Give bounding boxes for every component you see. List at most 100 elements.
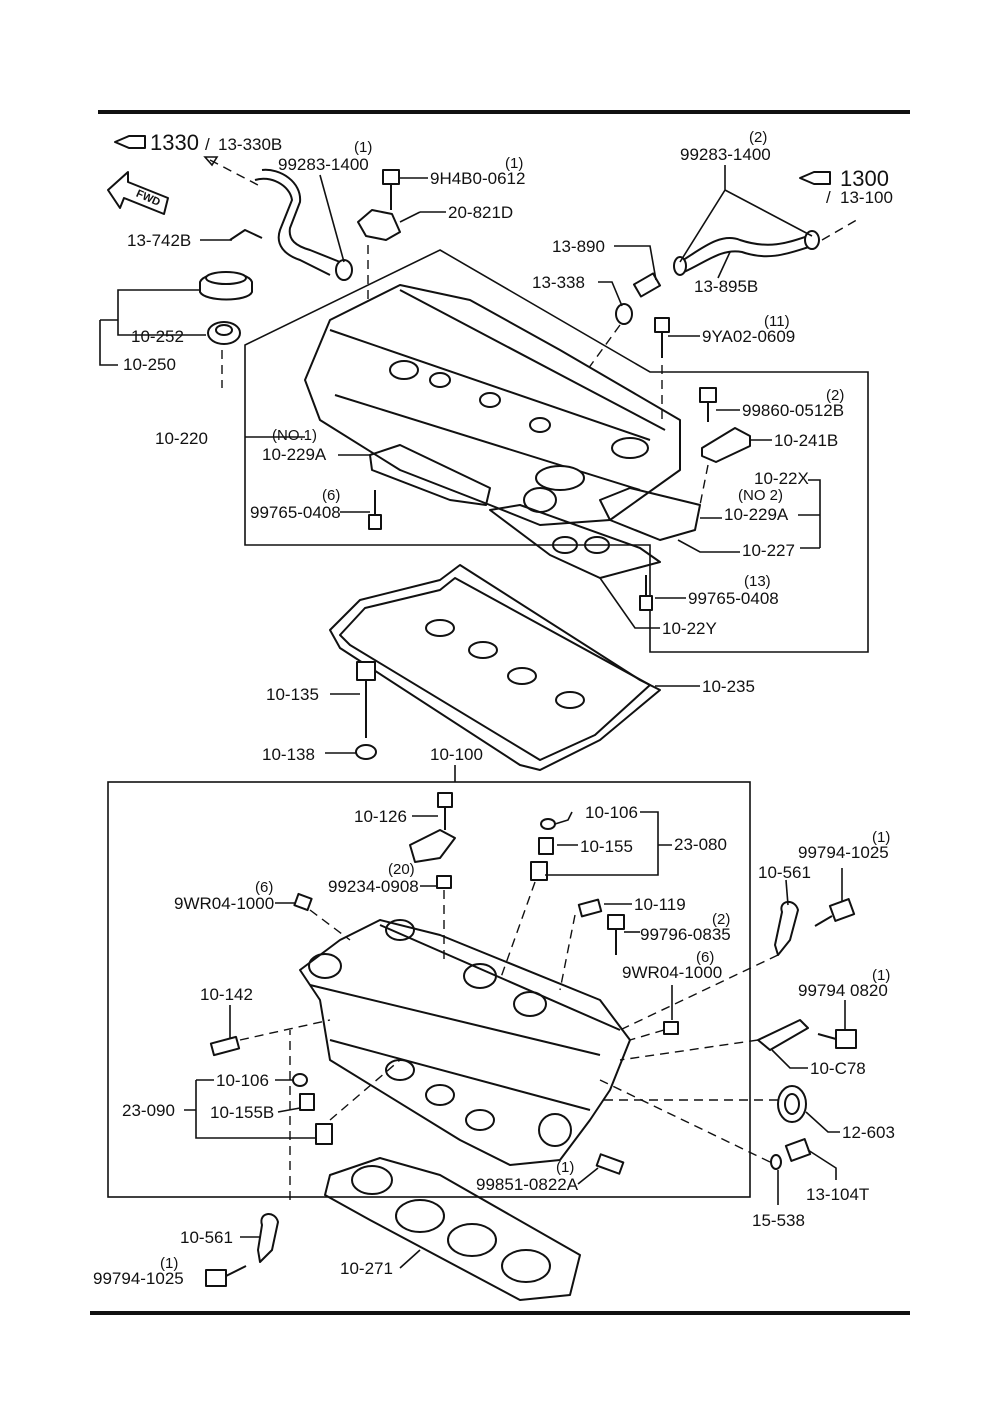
- label-99794-1025-b: 99794-1025: [93, 1269, 184, 1288]
- label-10-22y: 10-22Y: [662, 619, 717, 638]
- label-99794-1025-a: 99794-1025: [798, 843, 889, 862]
- valve-23-080: [530, 861, 548, 881]
- leader-99851: [577, 1167, 599, 1185]
- dash-9wr04-a: [309, 909, 351, 941]
- leader-12-603: [805, 1111, 840, 1133]
- cylinder-head-edges: [309, 924, 621, 1111]
- breather-hose-13-742b-outer: [261, 168, 341, 263]
- label-10-271: 10-271: [340, 1259, 393, 1278]
- qty-10-229a-2: (NO 2): [738, 487, 783, 504]
- label-10-119: 10-119: [634, 895, 686, 914]
- plug-seal-b: [584, 536, 610, 554]
- gasket-10-227: [489, 504, 661, 579]
- leader-10-561-a: [785, 879, 789, 906]
- gasket-plug-ring-3: [507, 667, 537, 685]
- label-10-126: 10-126: [354, 807, 407, 826]
- bolt-shank-99794-1025-b: [225, 1265, 247, 1277]
- label-13-338: 13-338: [532, 273, 585, 292]
- label-10-229a-1: 10-229A: [262, 445, 327, 464]
- plug-13-104t: [784, 1138, 812, 1162]
- qty-9ya02: (11): [764, 313, 790, 330]
- label-9ya02-0609: 9YA02-0609: [702, 327, 795, 346]
- label-99283-1400-a: 99283-1400: [278, 155, 369, 174]
- leader-20-821d: [399, 211, 421, 223]
- dash-10-119: [559, 914, 576, 991]
- bolt-head-9ya02: [654, 317, 670, 333]
- cam-journal-3: [463, 963, 497, 989]
- label-13-895b: 13-895B: [694, 277, 758, 296]
- arrow-head-icon: [203, 156, 219, 167]
- cam-journal-1: [308, 953, 342, 979]
- clip-15-538: [770, 1154, 782, 1170]
- pointing-hand-icon: [799, 171, 831, 185]
- hose-clamp-right-a: [673, 256, 687, 276]
- head-cover-ribs: [329, 289, 666, 491]
- oil-cap-top: [205, 271, 247, 285]
- qty-99234: (20): [388, 861, 415, 878]
- gasket-bore-1: [351, 1165, 393, 1195]
- bolt-head-9h4b0: [382, 169, 400, 185]
- cam-cap: [409, 829, 456, 863]
- dash-10-c78: [619, 1039, 759, 1061]
- gasket-plug-ring-2: [468, 641, 498, 659]
- valve-23-090: [315, 1123, 333, 1145]
- head-cover-gasket-10-235: [329, 564, 661, 771]
- label-99765-0408-b: 99765-0408: [688, 589, 779, 608]
- qty-99851: (1): [556, 1159, 574, 1176]
- oil-seal-inner: [784, 1093, 800, 1115]
- cover-port-1: [429, 372, 451, 388]
- ref-13-100: 13-100: [840, 188, 893, 207]
- oil-filler-hole: [389, 360, 419, 380]
- oil-cap-seal-inner: [215, 324, 233, 336]
- hose-clamp-right-b: [804, 230, 820, 250]
- leader-23-080: [545, 811, 672, 876]
- label-10-155: 10-155: [580, 837, 633, 856]
- gasket-bore-2: [395, 1199, 445, 1233]
- oil-seal-12-603: [777, 1085, 807, 1123]
- stud-99851: [595, 1153, 625, 1175]
- gasket-10-229a-no2: [599, 487, 701, 541]
- qty-99765-a: (6): [322, 487, 340, 504]
- label-10-22x: 10-22X: [754, 469, 809, 488]
- label-99283-1400-b: 99283-1400: [680, 145, 771, 164]
- ref-slash-b: /: [826, 188, 831, 207]
- label-9h4b0-0612: 9H4B0-0612: [430, 169, 525, 188]
- stud-9wr04-b: [663, 1021, 679, 1035]
- head-bore: [538, 1113, 572, 1147]
- head-cover-group-frame: [244, 249, 869, 653]
- ref-1300-leader: [821, 217, 861, 241]
- stud-9wr04-a: [293, 892, 313, 912]
- label-10-229a-2: 10-229A: [724, 505, 789, 524]
- label-9wr04-1000-a: 9WR04-1000: [174, 894, 274, 913]
- bolt-head-99794-1025-a: [828, 898, 856, 922]
- qty-99794-1025-b: (1): [160, 1255, 178, 1272]
- bolt-head-99796: [607, 914, 625, 930]
- dash-10-241b: [699, 464, 709, 506]
- stud-10-119: [577, 898, 603, 918]
- plug-seal-a: [552, 536, 578, 554]
- hose-branch: [229, 229, 263, 241]
- leader-10-22x: [677, 479, 821, 553]
- leader-10-271: [399, 1249, 421, 1269]
- head-cover-gasket-inner: [339, 577, 651, 761]
- label-10-106-a: 10-106: [585, 803, 638, 822]
- bolt-shank-99794-0820: [817, 1033, 837, 1040]
- head-gasket-10-271: [324, 1157, 581, 1301]
- label-10-561-b: 10-561: [180, 1228, 233, 1247]
- label-10-106-b: 10-106: [216, 1071, 269, 1090]
- label-99765-0408-a: 99765-0408: [250, 503, 341, 522]
- dash-23-080: [499, 881, 536, 981]
- label-99796-0835: 99796-0835: [640, 925, 731, 944]
- dash-10-142: [239, 1019, 331, 1041]
- breather-hose-13-742b: [254, 177, 331, 276]
- bolt-head-99794-1025-b: [205, 1269, 227, 1287]
- bolt-head-99765-a: [368, 514, 382, 530]
- label-12-603: 12-603: [842, 1123, 895, 1142]
- washer-10-138: [355, 744, 377, 760]
- valve-cap-10-106: [540, 818, 556, 830]
- cylinder-head-10-100: [299, 919, 631, 1166]
- gasket-plug-ring-4: [555, 691, 585, 709]
- label-99794-0820: 99794 0820: [798, 981, 888, 1000]
